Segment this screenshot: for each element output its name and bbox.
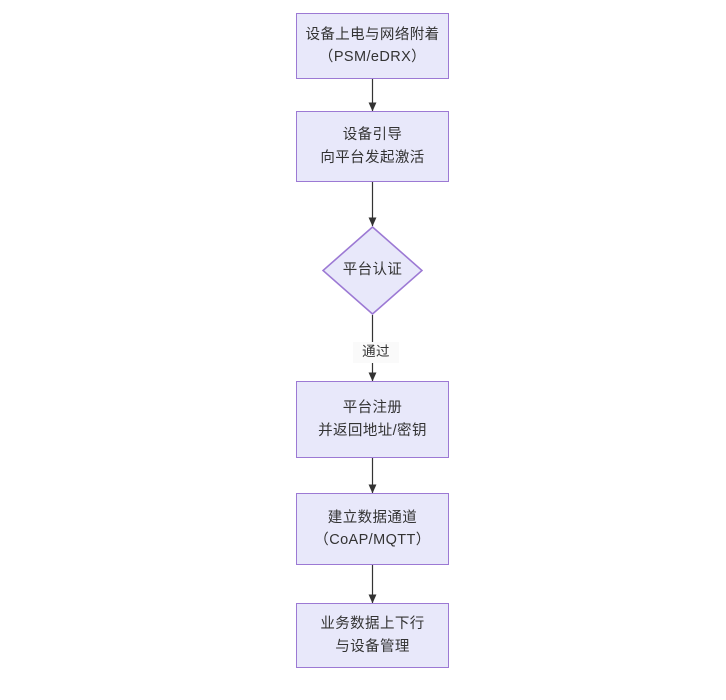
diamond-shape [322, 226, 423, 315]
node-platform-auth-label: 平台认证 [342, 262, 403, 279]
node-platform-register-line-1: 平台注册 [342, 400, 403, 417]
node-service-data-line-2: 与设备管理 [335, 638, 410, 655]
node-bootstrap-line-1: 设备引导 [342, 127, 403, 144]
node-service-data-line-1: 业务数据上下行 [320, 616, 425, 633]
node-platform-register-line-2: 并返回地址/密钥 [318, 422, 427, 439]
node-bootstrap[interactable]: 设备引导 向平台发起激活 [296, 111, 449, 182]
node-bootstrap-line-2: 向平台发起激活 [320, 149, 425, 166]
node-platform-auth[interactable]: 平台认证 [322, 226, 423, 315]
node-data-channel[interactable]: 建立数据通道 （CoAP/MQTT） [296, 493, 449, 565]
edge-label-pass: 通过 [353, 342, 399, 363]
node-data-channel-line-1: 建立数据通道 [327, 509, 418, 526]
node-data-channel-line-2: （CoAP/MQTT） [314, 532, 431, 548]
node-power-on[interactable]: 设备上电与网络附着 （PSM/eDRX） [296, 13, 449, 79]
node-power-on-line-2: （PSM/eDRX） [318, 49, 427, 65]
node-platform-register[interactable]: 平台注册 并返回地址/密钥 [296, 381, 449, 458]
node-service-data[interactable]: 业务数据上下行 与设备管理 [296, 603, 449, 668]
node-power-on-line-1: 设备上电与网络附着 [305, 26, 440, 43]
